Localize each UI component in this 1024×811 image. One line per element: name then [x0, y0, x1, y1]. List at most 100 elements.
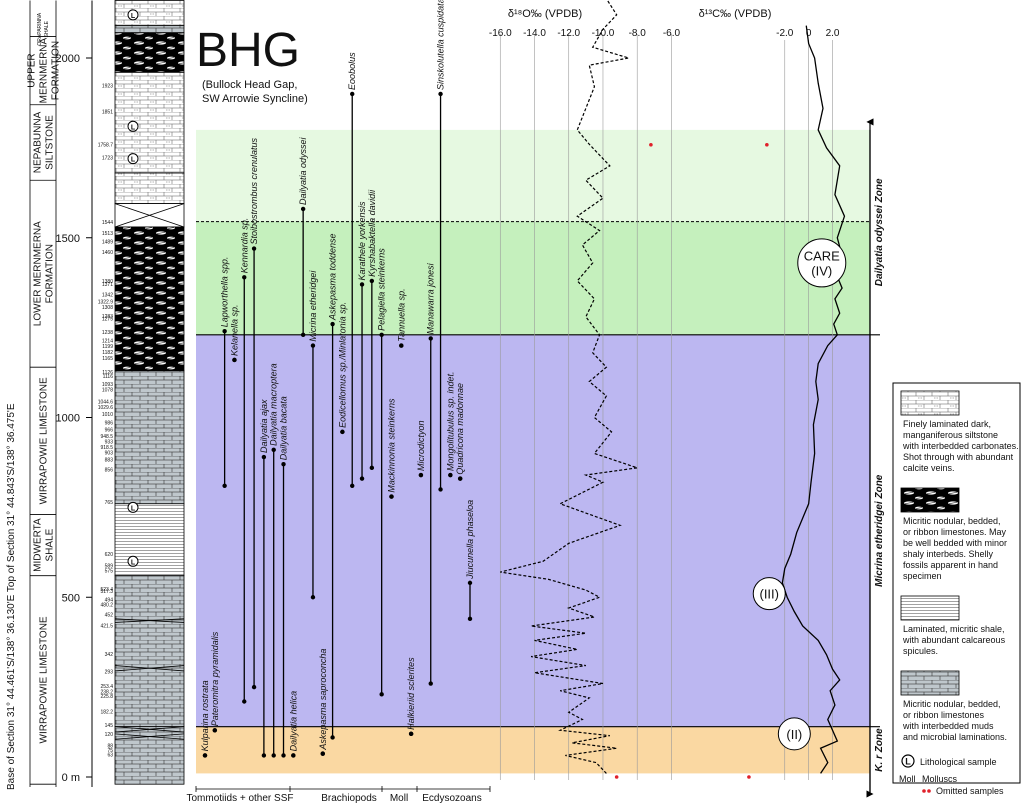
height-axis-tick-label: 1500 [56, 233, 80, 245]
taxon-occurrence-dot [242, 699, 247, 704]
sample-height-label: 1238 [102, 330, 113, 336]
legend-text: Lithological sample [920, 757, 997, 767]
sample-height-label: 145 [105, 723, 114, 729]
taxon-name: Eoobolus [347, 52, 357, 90]
taxon-occurrence-dot [300, 332, 306, 338]
taxon-occurrence-dot [310, 595, 316, 600]
sample-height-label: 421.5 [100, 623, 113, 629]
taxon-occurrence-dot [369, 278, 375, 284]
lithology-bed-9 [114, 503, 185, 577]
taxon-occurrence-dot [467, 616, 473, 622]
legend-text: manganiferous siltstone [903, 430, 998, 440]
biozone-label: Dailyatia odyssei Zone [874, 178, 885, 286]
formation-name: WIRRAPOWIE LIMESTONE [38, 616, 49, 743]
sample-height-label: 523.4 [100, 587, 113, 593]
sample-height-label: 1308 [102, 305, 113, 311]
taxon-name: Mackinnonia steinkerns [386, 398, 396, 493]
legend-text: shaly interbeds. Shelly [903, 549, 994, 559]
taxon-name: Manawarra jonesi [426, 262, 436, 334]
legend-text: and microbial laminations. [903, 732, 1007, 742]
formation-name: SHALE [44, 528, 55, 561]
sample-height-label: 903 [105, 450, 114, 456]
height-axis-tick-label: 1000 [56, 413, 80, 425]
lithological-sample-icon [901, 754, 915, 768]
taxon-occurrence-dot [448, 472, 453, 478]
formation-name: LOWER MERNMERNA [32, 221, 43, 326]
legend-box [892, 382, 1021, 784]
taxon-name: Karathele yorkensis [357, 201, 367, 281]
legend-text: Finely laminated dark, [903, 419, 991, 429]
sample-height-label: 1010 [102, 412, 113, 418]
sample-height-label: 517.3 [100, 589, 113, 595]
omitted-sample-d13c [747, 775, 751, 779]
sample-height-label: 883 [105, 458, 114, 464]
formation-name: SILTSTONE [44, 115, 55, 170]
taxon-occurrence-dot [399, 343, 404, 348]
covered-interval-cross [114, 618, 185, 623]
zone-band-3 [196, 726, 870, 774]
sample-height-label: 1371 [102, 282, 113, 288]
sample-height-label: 1116 [103, 374, 114, 380]
sample-height-label: 253.4 [100, 684, 113, 690]
formation-name: WIRRAPOWIE LIMESTONE [38, 377, 49, 504]
legend-text: specimen [903, 571, 942, 581]
sample-height-label: 1513 [102, 231, 113, 237]
biozone-label: K. r Zone [874, 728, 885, 772]
sample-height-label: 75 [107, 748, 113, 754]
d13c-tick-label: 2.0 [826, 28, 840, 39]
taxon-name: Stoibostrombus crenulatus [249, 137, 259, 244]
taxon-name: Askepasma saproconcha [318, 649, 328, 751]
taxon-name: Dailyatia ajax [259, 399, 269, 453]
zone-backgrounds [196, 129, 880, 774]
carbon-excursion-label: (II) [786, 727, 802, 742]
taxon-name: Tannuella sp. [396, 288, 406, 341]
zone-band-1 [196, 221, 870, 335]
section-subtitle-2: SW Arrowie Syncline) [202, 93, 308, 105]
lithology-bed-0 [114, 0, 185, 27]
d18o-curve [500, 0, 638, 774]
d13c-tick-label: 0 [806, 28, 812, 39]
d13c-curve [781, 25, 846, 774]
sample-height-label: 1275 [102, 317, 113, 323]
sample-height-label: 1322.9 [98, 299, 114, 305]
taxon-name: Pelagiella steinkerns [377, 248, 387, 331]
sample-height-label: 1093 [102, 382, 113, 388]
carbon-excursion-label: (IV) [811, 263, 832, 278]
sample-height-label: 1923 [102, 84, 113, 90]
sample-height-label: 1544 [102, 220, 113, 226]
sample-height-label: 765 [105, 500, 114, 506]
sample-height-label: 1851 [102, 110, 113, 116]
d18o-axis-title: δ¹⁸O‰ (VPDB) [508, 8, 582, 20]
section-subtitle-1: (Bullock Head Gap, [202, 79, 297, 91]
lithological-sample-marker [127, 555, 139, 567]
taxon-name: Dailyatia macroptera [269, 363, 279, 446]
lithological-sample-marker [127, 153, 139, 165]
group-label-ssf: Tommotiids + other SSF [187, 793, 294, 804]
group-label-ecdysozoans: Ecdysozoans [422, 793, 481, 804]
sample-height-label: 452 [105, 613, 114, 619]
sample-height-label: 1758.7 [98, 143, 114, 149]
legend-text: Omitted samples [936, 786, 1004, 796]
sample-height-label: 918.5 [100, 445, 113, 451]
sample-height-label: 1380 [102, 279, 113, 285]
taxon-occurrence-dot [379, 692, 384, 697]
sample-height-label: 63 [107, 752, 113, 758]
legend-text: Micritic nodular, bedded, [903, 516, 1001, 526]
legend-text: or ribbon limestones [903, 710, 985, 720]
sample-height-label: 1199 [102, 344, 113, 350]
taxon-name: Dailyatia bacata [279, 396, 289, 460]
sample-height-label: 1126 [102, 370, 113, 376]
taxon-occurrence-dot [261, 753, 267, 758]
formation-name: UPPER [26, 53, 37, 87]
carbon-excursion-circle [752, 577, 786, 611]
height-axis-tick-label: 500 [62, 592, 80, 604]
legend-swatch-nodular [900, 487, 960, 513]
formation-name: NEPABUNNA [32, 111, 43, 173]
sample-height-labels: 2170192318511758.71723154415131489146013… [98, 0, 114, 758]
legend-text: spicules. [903, 646, 938, 656]
lithology-bed-6 [114, 226, 185, 336]
taxon-occurrence-dot [251, 684, 257, 690]
legend-text: fossils apparent in hand [903, 560, 998, 570]
